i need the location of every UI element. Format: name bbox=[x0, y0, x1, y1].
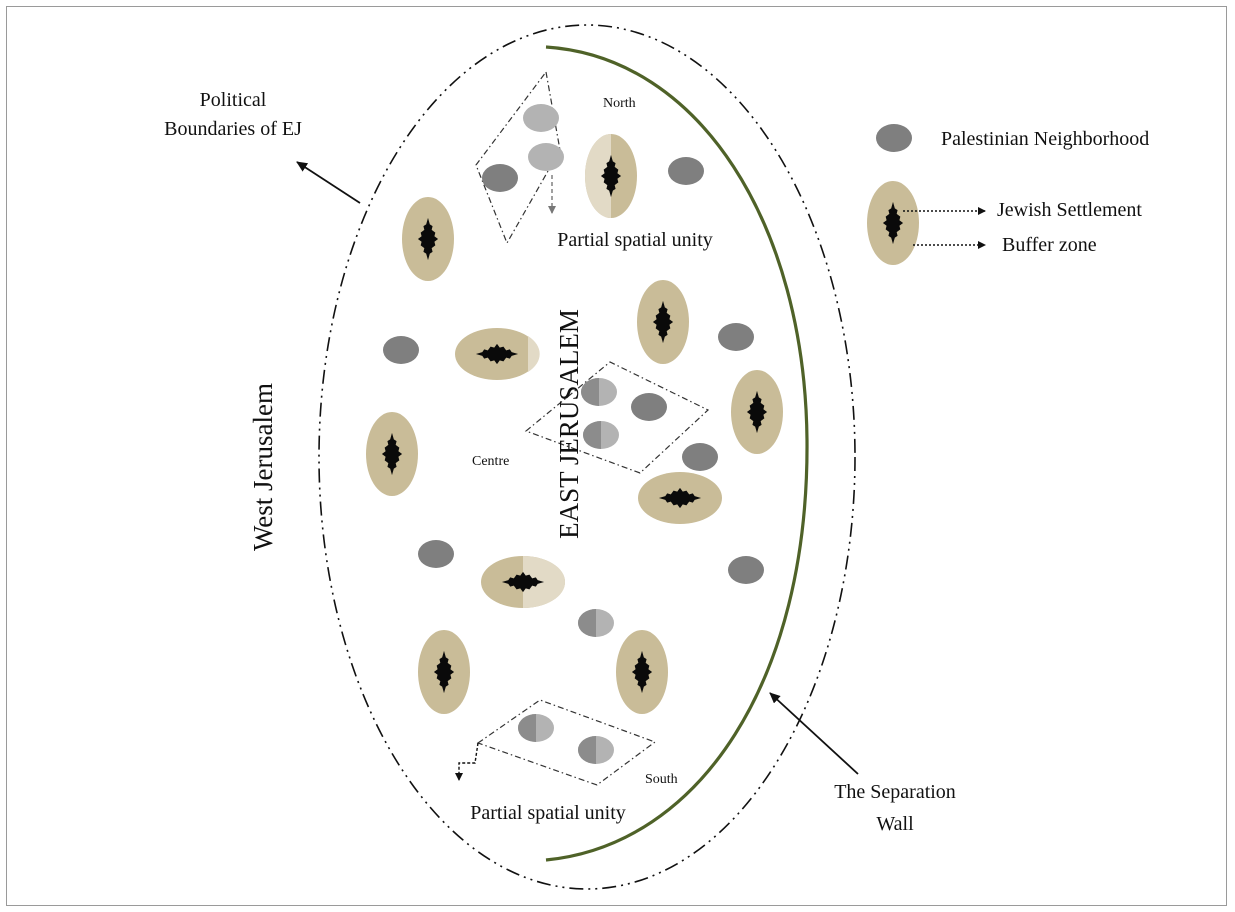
neighborhood bbox=[728, 556, 764, 584]
unity-zone-north bbox=[475, 70, 561, 245]
unity-zone-south bbox=[455, 699, 657, 786]
neighborhood bbox=[482, 164, 518, 192]
neighborhood bbox=[682, 443, 718, 471]
legend-palestinian-label: Palestinian Neighborhood bbox=[941, 128, 1149, 150]
separation-wall bbox=[545, 45, 809, 862]
separation-wall-arrow bbox=[769, 692, 859, 775]
settlement-horizontal bbox=[455, 328, 540, 380]
unity-zone-centre bbox=[524, 361, 710, 474]
settlement-horizontal bbox=[638, 472, 722, 524]
neighborhood bbox=[383, 336, 419, 364]
political-boundary bbox=[318, 24, 856, 890]
settlement bbox=[402, 197, 454, 281]
separation-wall-label-line1: The Separation bbox=[834, 781, 956, 803]
east-jerusalem-label: EAST JERUSALEM bbox=[554, 309, 584, 539]
partial-unity-south-label: Partial spatial unity bbox=[470, 802, 626, 824]
political-label-line1: Political bbox=[200, 89, 267, 111]
neighborhood-half-shaded bbox=[578, 609, 614, 637]
neighborhood-half-shaded bbox=[583, 421, 619, 449]
legend-jewish-label: Jewish Settlement bbox=[997, 199, 1142, 221]
legend: Palestinian Neighborhood Jewish Settleme… bbox=[867, 124, 1149, 265]
jewish-settlements bbox=[366, 134, 783, 714]
settlement-north bbox=[585, 134, 637, 218]
neighborhood bbox=[718, 323, 754, 351]
political-boundary-arrow bbox=[296, 161, 361, 204]
separation-wall-label-line2: Wall bbox=[876, 813, 914, 835]
legend-neighborhood-swatch bbox=[876, 124, 912, 152]
legend-settlement-swatch bbox=[867, 181, 919, 265]
political-label-line2: Boundaries of EJ bbox=[164, 118, 302, 140]
partial-unity-north-label: Partial spatial unity bbox=[557, 229, 713, 251]
neighborhood-half-shaded bbox=[518, 714, 554, 742]
legend-buffer-label: Buffer zone bbox=[1002, 234, 1097, 256]
neighborhood-half-shaded bbox=[581, 378, 617, 406]
neighborhood bbox=[668, 157, 704, 185]
north-label: North bbox=[603, 96, 636, 111]
neighborhood bbox=[631, 393, 667, 421]
centre-label: Centre bbox=[472, 454, 509, 469]
settlement bbox=[366, 412, 418, 496]
south-label: South bbox=[645, 772, 678, 787]
neighborhood bbox=[523, 104, 559, 132]
settlement bbox=[731, 370, 783, 454]
settlement bbox=[418, 630, 470, 714]
neighborhood bbox=[418, 540, 454, 568]
settlement bbox=[637, 280, 689, 364]
palestinian-neighborhoods bbox=[383, 104, 764, 764]
neighborhood bbox=[528, 143, 564, 171]
west-jerusalem-label: West Jerusalem bbox=[248, 383, 278, 551]
neighborhood-half-shaded bbox=[578, 736, 614, 764]
settlement bbox=[616, 630, 668, 714]
settlement-horizontal bbox=[481, 556, 565, 608]
